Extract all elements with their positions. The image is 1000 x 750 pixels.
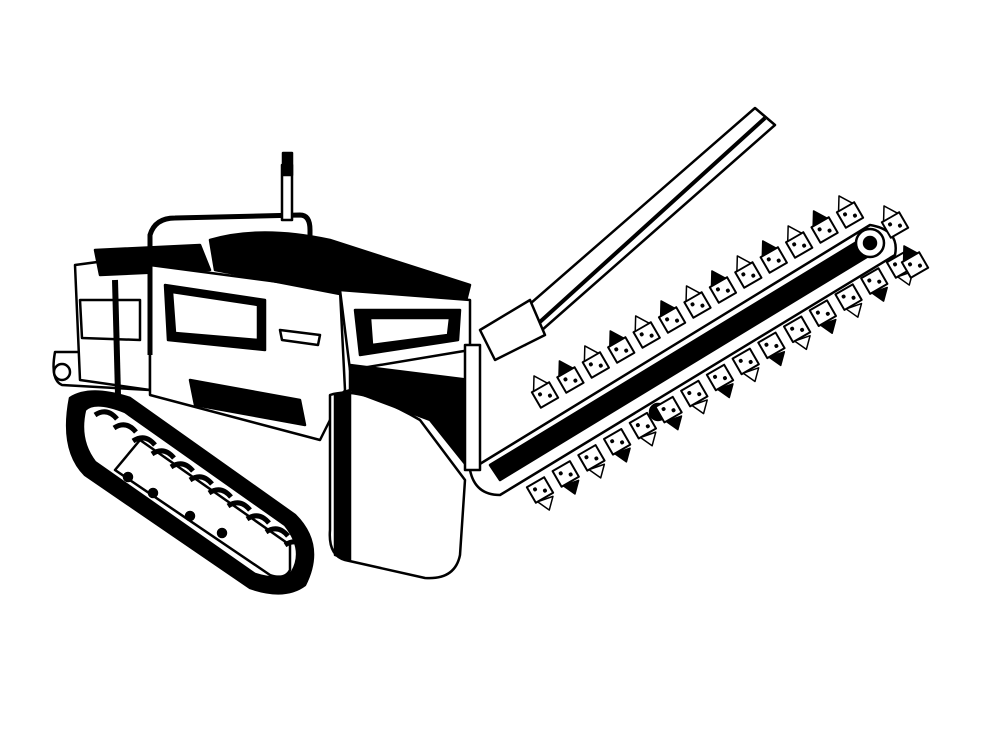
- chain-tooth: [654, 395, 683, 431]
- chain-tooth: [607, 330, 636, 364]
- chain-tooth: [759, 240, 788, 274]
- engine-body: [148, 263, 347, 442]
- chain-tooth: [556, 360, 585, 394]
- track-bolt: [184, 510, 196, 522]
- chain-tooth: [900, 245, 930, 279]
- track-bolt: [216, 527, 228, 539]
- chain-tooth: [551, 460, 580, 495]
- chain-tooth: [731, 347, 760, 383]
- chain-tooth: [680, 379, 709, 415]
- chain-tooth: [860, 267, 889, 302]
- chain-tooth: [683, 285, 712, 319]
- chain-tooth: [705, 363, 735, 399]
- crawler-track: [65, 390, 315, 595]
- chain-tooth: [782, 315, 812, 351]
- chain-tooth: [880, 205, 910, 239]
- front-shield: [328, 363, 472, 580]
- track-tread: [188, 474, 214, 486]
- chain-tooth: [734, 255, 763, 289]
- chain-tooth: [530, 375, 560, 409]
- track-tread: [245, 513, 271, 525]
- track-tread: [169, 461, 195, 473]
- chain-tooth: [657, 300, 687, 334]
- chain-tooth: [602, 427, 632, 463]
- handle-bar: [112, 212, 313, 396]
- chain-tooth: [708, 270, 738, 304]
- chain-tooth: [785, 225, 814, 259]
- boom-lift-arm: [478, 106, 777, 362]
- chain-tooth: [835, 195, 865, 229]
- track-tread: [131, 435, 157, 447]
- chain-tooth: [632, 315, 661, 349]
- chain-tooth: [628, 411, 658, 447]
- chain-tooth: [834, 283, 863, 318]
- track-tread: [93, 409, 119, 421]
- control-lever: [280, 151, 294, 222]
- track-tread: [150, 448, 176, 460]
- chain-tooth: [757, 331, 786, 367]
- track-tread: [226, 500, 252, 512]
- chain-tooth: [581, 345, 610, 379]
- track-tread: [207, 487, 233, 499]
- chain-tooth: [810, 210, 839, 244]
- digging-boom: [463, 223, 897, 497]
- track-bolt: [122, 471, 134, 483]
- chain-tooth: [525, 476, 555, 511]
- chain-tooth: [808, 299, 838, 335]
- track-bolt: [147, 487, 159, 499]
- digging-chain: [525, 195, 930, 511]
- track-tread: [283, 539, 309, 551]
- track-tread: [264, 526, 290, 538]
- chain-tooth: [577, 444, 606, 479]
- track-tread: [112, 422, 138, 434]
